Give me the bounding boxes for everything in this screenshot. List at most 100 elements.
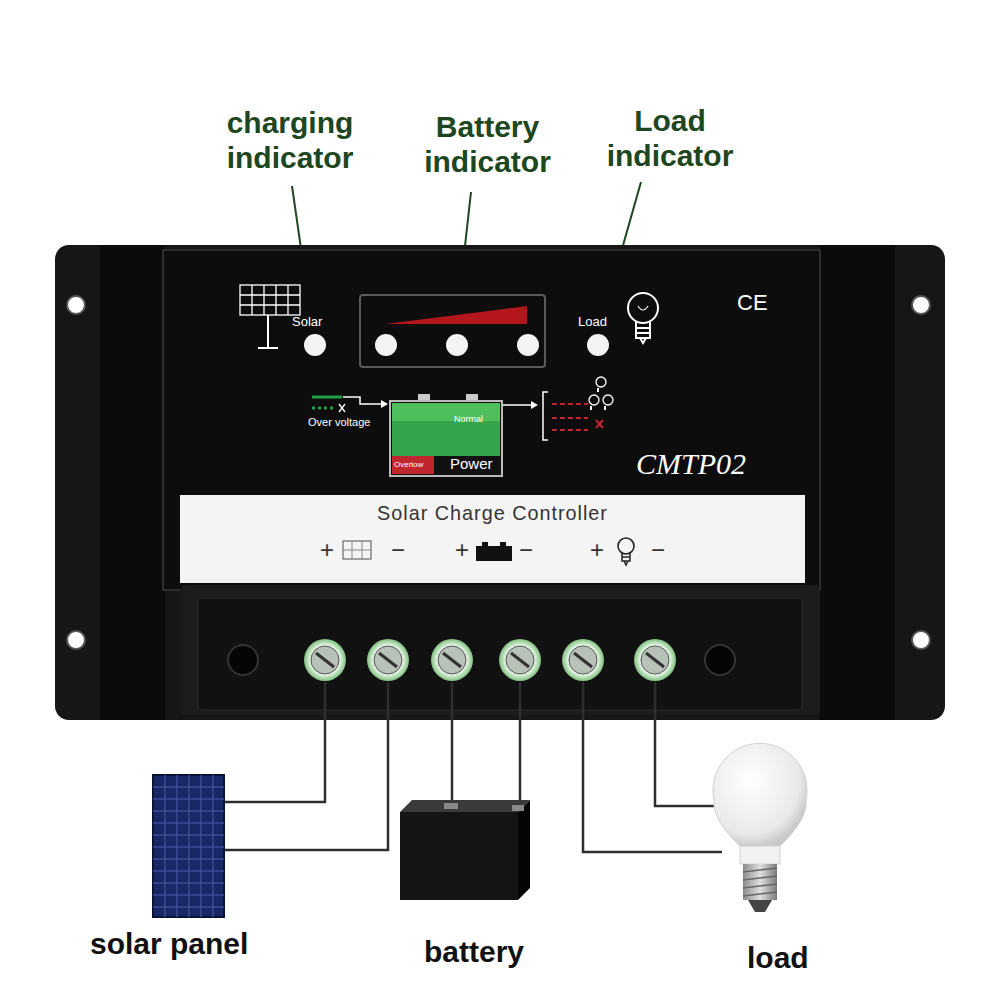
polarity-sign: − (391, 536, 405, 565)
panel-symbol-grid (343, 541, 371, 559)
arrow-head (381, 400, 388, 408)
bulb-icon-filament (638, 306, 648, 310)
panel-label: Solar (292, 314, 322, 330)
battery-symbol (476, 546, 512, 561)
housing (55, 245, 945, 720)
bulb-globe (713, 743, 807, 848)
panel-label: Over voltage (308, 416, 370, 429)
over-voltage-symbol (312, 397, 388, 412)
screw (634, 639, 676, 681)
battery-symbol-terminal (482, 542, 488, 546)
overlow-zone (392, 456, 434, 474)
normal-zone-light (392, 403, 500, 421)
flow-line (343, 397, 384, 404)
dash-line (312, 396, 342, 399)
panel-symbol (343, 541, 371, 559)
end-hole (228, 645, 258, 675)
bulb-icon-base (636, 322, 650, 343)
polarity-sign: + (320, 536, 334, 565)
wire (451, 682, 454, 806)
dash-line (552, 403, 588, 405)
screw-part (499, 639, 541, 681)
part-label: load (747, 940, 809, 976)
mounting-hole (67, 296, 85, 314)
terminal-block (180, 585, 820, 715)
battery-indicator-frame (360, 295, 545, 367)
battery-picture (400, 800, 530, 900)
normal-zone (392, 403, 500, 456)
polarity-sign: − (519, 536, 533, 565)
mounting-hole (912, 631, 930, 649)
polarity-sign: + (590, 536, 604, 565)
dash-line (312, 407, 336, 410)
screw-part (316, 653, 334, 667)
mounting-hole (67, 631, 85, 649)
panel-label: Load (578, 314, 607, 330)
solar-icon (240, 285, 300, 348)
battery-status-graphic (390, 394, 502, 476)
end-hole (705, 645, 735, 675)
screw (431, 639, 473, 681)
solar-icon-grid (240, 285, 300, 315)
screw (499, 639, 541, 681)
polarity-sign: − (651, 536, 665, 565)
battery-level-wedge (385, 306, 527, 324)
housing-side (820, 245, 895, 720)
dash-line (552, 417, 588, 419)
model-number: CMTP02 (636, 446, 746, 482)
wire (224, 682, 388, 850)
screw-part (646, 653, 664, 667)
polarity-sign: + (455, 536, 469, 565)
screw (304, 639, 346, 681)
battery-led (517, 334, 539, 356)
faceplate (163, 250, 820, 590)
bulb-base (743, 864, 777, 900)
housing-body (55, 245, 945, 720)
bulb-symbol-base (622, 553, 630, 565)
terminal-block-face (198, 598, 802, 710)
mini-bulb-base (591, 388, 605, 410)
screw (562, 639, 604, 681)
solar-panel-picture (153, 775, 224, 917)
terminal-screws (304, 639, 676, 681)
dash-line (552, 429, 588, 431)
load-output-symbol (503, 377, 613, 440)
screw-part (511, 653, 529, 667)
battery-symbol-terminal (500, 542, 506, 546)
screw-part (311, 646, 339, 674)
battery-status-icon: NormalOverlowPower (390, 401, 502, 476)
screw-part (374, 646, 402, 674)
battery-side (518, 800, 530, 900)
bulb-icon-globe (628, 293, 658, 323)
flow-line (503, 404, 533, 406)
callout-label: Battery indicator (405, 110, 570, 179)
bulb-symbol (618, 538, 634, 554)
battery-led (446, 334, 468, 356)
screw-part (379, 653, 397, 667)
screw-part (506, 646, 534, 674)
bulb-thread (743, 868, 777, 896)
label-band: Solar Charge Controller (180, 495, 805, 583)
status-text: Normal (454, 414, 483, 425)
mini-bulb (596, 377, 606, 387)
terminal-block-body (180, 585, 820, 715)
solar-icon-stand (258, 315, 278, 348)
wire (655, 682, 714, 806)
screw-part (574, 653, 592, 667)
led-group (304, 334, 609, 356)
battery-led (375, 334, 397, 356)
part-label: solar panel (90, 926, 248, 962)
mini-bulb (589, 395, 599, 405)
battery-top (400, 800, 530, 812)
mini-bulb (603, 395, 613, 405)
callout-label: charging indicator (205, 106, 375, 175)
wire (583, 682, 722, 852)
bulb-icon (628, 293, 658, 343)
load-led (587, 334, 609, 356)
bulb-tip (748, 900, 772, 912)
housing-side (100, 245, 165, 720)
wire (519, 682, 522, 812)
callout-label: Load indicator (590, 104, 750, 173)
part-label: battery (424, 934, 524, 970)
